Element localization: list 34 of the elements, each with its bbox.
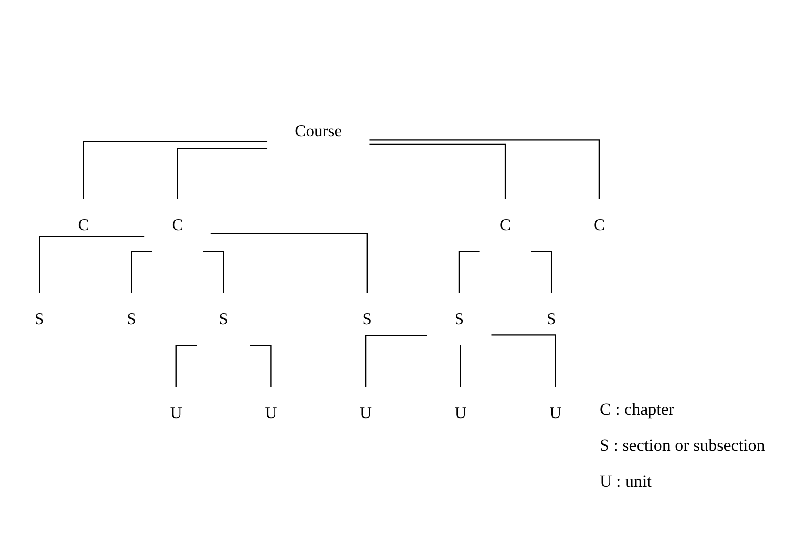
connector: [176, 345, 198, 388]
node-text: S: [127, 310, 136, 328]
connector: [83, 141, 268, 200]
node-text: U: [454, 404, 467, 422]
node-text: C: [594, 216, 606, 234]
connector: [370, 144, 506, 200]
node-text: U: [550, 404, 562, 422]
connector: [131, 251, 152, 294]
connector: [365, 335, 428, 388]
node-text: C: [172, 216, 184, 234]
connector: [458, 251, 480, 294]
node-text: S: [219, 310, 228, 328]
node-text: S: [454, 310, 464, 328]
node-text: U: [170, 404, 182, 422]
node-text: C: [78, 216, 90, 234]
connector: [460, 345, 462, 388]
connector: [492, 334, 556, 388]
connector: [203, 251, 224, 294]
node-text: U: [265, 404, 278, 422]
connector: [370, 140, 600, 200]
connector: [39, 236, 145, 294]
key-note: S : section or subsection: [600, 436, 766, 456]
key-note: C : chapter: [600, 400, 676, 420]
connector: [250, 345, 272, 388]
node-text: S: [34, 310, 44, 328]
node-text: U: [360, 404, 372, 422]
node-text: S: [546, 310, 556, 328]
node-text: C: [500, 216, 512, 234]
key-note: U : unit: [600, 472, 653, 492]
node-text: Course: [295, 122, 342, 140]
connector: [210, 233, 368, 294]
connector: [531, 251, 552, 294]
connector: [177, 148, 268, 200]
node-text: S: [362, 310, 372, 328]
